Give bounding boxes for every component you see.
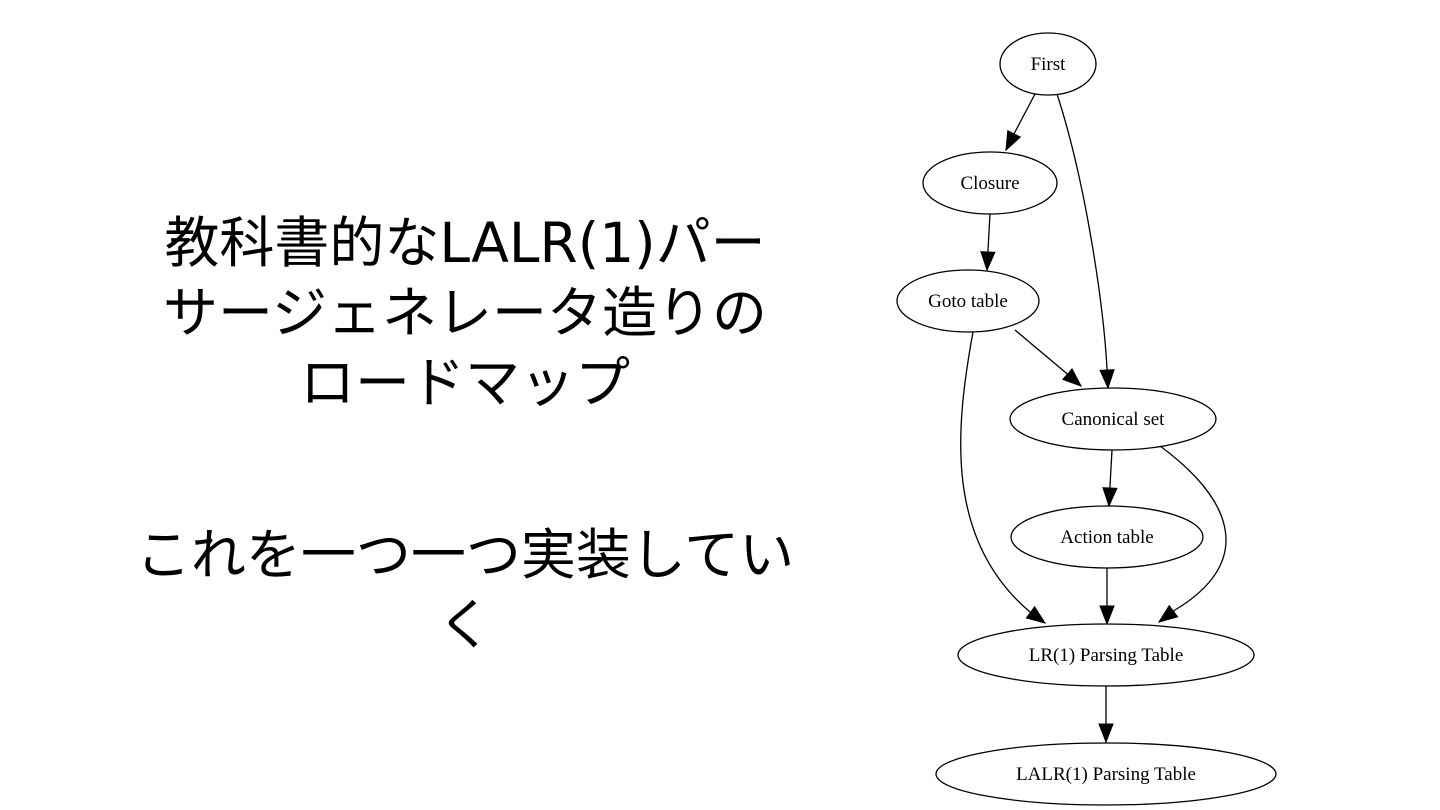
node-label: LALR(1) Parsing Table <box>1016 764 1196 785</box>
node-lr1: LR(1) Parsing Table <box>957 623 1255 687</box>
node-lalr1: LALR(1) Parsing Table <box>935 742 1277 806</box>
edge-line-end <box>1158 609 1176 623</box>
node-closure: Closure <box>922 151 1058 215</box>
node-label: Canonical set <box>1062 409 1166 430</box>
edge-line <box>960 331 1031 613</box>
title-line-1: 教科書的なLALR(1)パー <box>164 211 766 275</box>
edge-first-to-canonical <box>1056 93 1115 390</box>
node-ellipse <box>935 742 1277 806</box>
edge-lr1-to-lalr1 <box>1098 686 1114 744</box>
node-ellipse <box>1009 387 1217 451</box>
node-ellipse <box>896 269 1040 333</box>
edge-canonical-to-lr1 <box>1157 445 1227 623</box>
diagram-edges <box>960 93 1227 744</box>
edge-line-end <box>1108 485 1111 507</box>
slide-subtitle: これを一つ一つ実装してい く <box>40 520 890 660</box>
node-label: Closure <box>960 173 1019 194</box>
edge-line-end <box>1005 131 1016 151</box>
edge-line-end <box>1064 371 1082 387</box>
edge-line-end <box>1106 367 1109 389</box>
title-line-2: サージェネレータ造りの <box>163 281 767 345</box>
node-ellipse <box>957 623 1255 687</box>
edge-line <box>1014 93 1036 133</box>
node-action: Action table <box>1010 505 1204 569</box>
node-first: First <box>999 32 1097 96</box>
title-line-3: ロードマップ <box>299 351 630 415</box>
node-ellipse <box>999 32 1097 96</box>
node-ellipse <box>1010 505 1204 569</box>
node-label: First <box>1031 54 1067 75</box>
edge-line <box>1014 329 1066 373</box>
node-label: Goto table <box>928 291 1008 312</box>
subtitle-line-2: く <box>437 593 493 657</box>
node-ellipse <box>922 151 1058 215</box>
edge-line <box>1159 445 1227 611</box>
edge-goto-to-lr1 <box>960 331 1047 624</box>
node-goto: Goto table <box>896 269 1040 333</box>
edge-canonical-to-action <box>1102 449 1118 508</box>
node-canonical: Canonical set <box>1009 387 1217 451</box>
edge-line <box>1056 93 1108 369</box>
edge-closure-to-goto <box>980 213 996 272</box>
edge-action-to-lr1 <box>1099 568 1115 626</box>
edge-line <box>987 213 991 251</box>
edge-line <box>1109 449 1113 487</box>
subtitle-line-1: これを一つ一つ実装してい <box>135 523 795 587</box>
edge-line-end <box>986 249 989 271</box>
node-label: LR(1) Parsing Table <box>1029 645 1184 666</box>
edge-goto-to-canonical <box>1014 329 1083 387</box>
slide-title: 教科書的なLALR(1)パー サージェネレータ造りの ロードマップ <box>40 208 890 418</box>
edge-line-end <box>1029 611 1046 624</box>
node-label: Action table <box>1060 527 1153 548</box>
edge-first-to-closure <box>1005 93 1036 152</box>
